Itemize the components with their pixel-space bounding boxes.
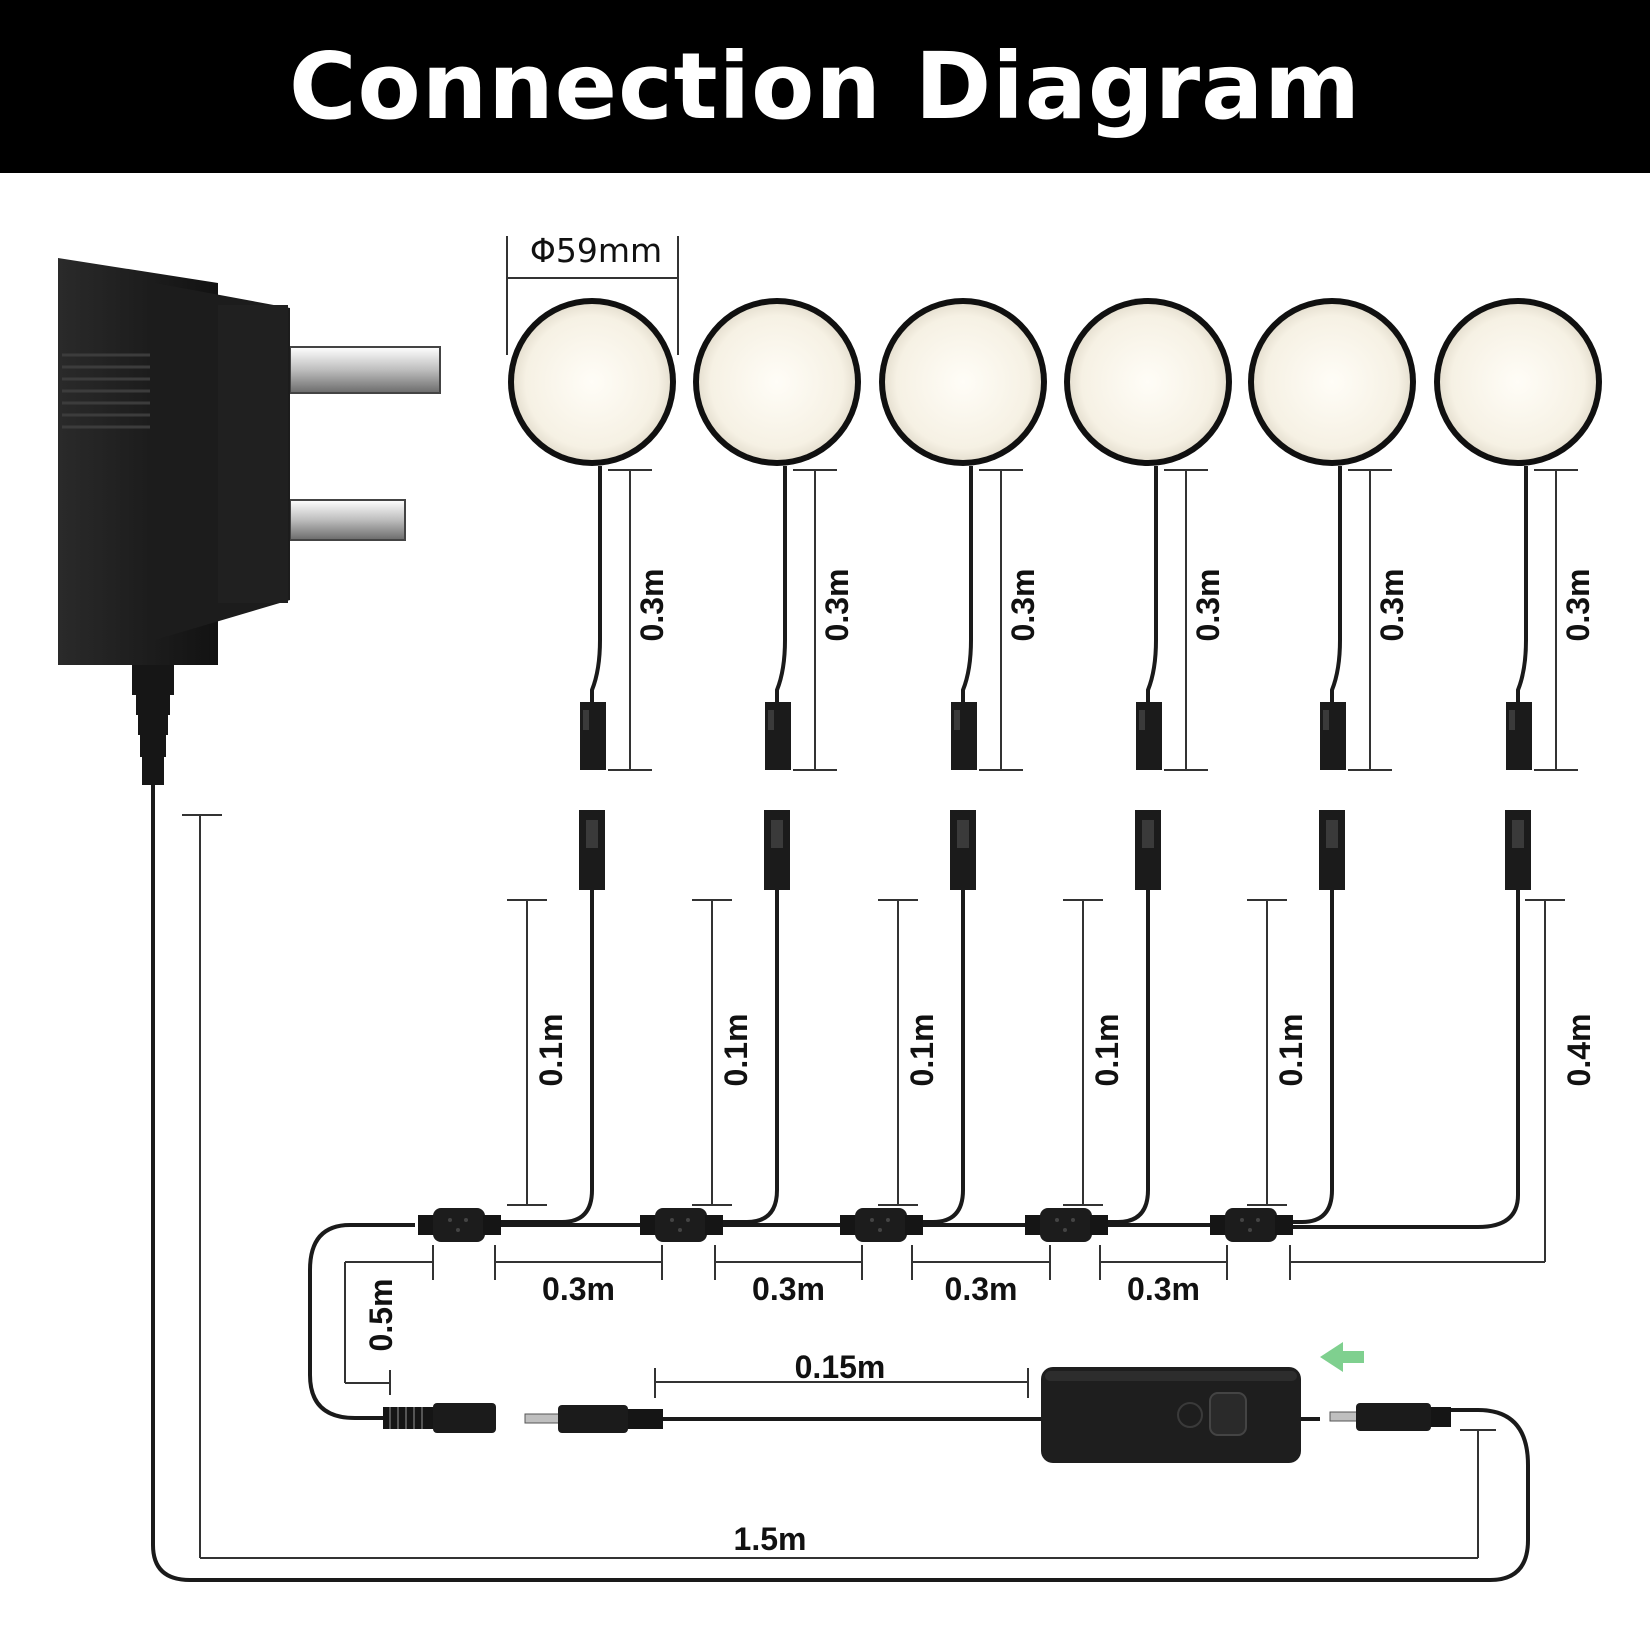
lamp-unit: 0.3m bbox=[1434, 298, 1602, 771]
spacing-label: 0.3m bbox=[945, 1271, 1018, 1307]
lead-length-label: 0.1m bbox=[718, 1014, 754, 1087]
lamp-cable-length-label: 0.3m bbox=[1374, 569, 1410, 642]
distribution-bus bbox=[308, 1208, 1293, 1433]
lamp-cable-length-label: 0.3m bbox=[819, 569, 855, 642]
bus-lead: 0.1m bbox=[692, 810, 790, 1224]
page-title: Connection Diagram bbox=[288, 33, 1362, 140]
lamp-unit: 0.3m bbox=[693, 298, 861, 771]
spacing-label: 0.3m bbox=[542, 1271, 615, 1307]
spacing-label: 0.3m bbox=[752, 1271, 825, 1307]
bus-lead: 0.4m bbox=[1290, 810, 1597, 1229]
round-led-puck-light-icon bbox=[508, 298, 676, 466]
lead-length-label: 0.1m bbox=[904, 1014, 940, 1087]
spacing-dimension: 0.3m bbox=[494, 1245, 663, 1307]
lamp-cable-length-label: 0.3m bbox=[1190, 569, 1226, 642]
round-led-puck-light-icon bbox=[1434, 298, 1602, 466]
plug-adapter bbox=[58, 258, 1530, 1582]
lamp-cable-length-label: 0.3m bbox=[1560, 569, 1596, 642]
spacing-dimensions: 0.3m 0.3m 0.3m 0.3m bbox=[494, 1245, 1291, 1307]
lead-length-label: 0.1m bbox=[1273, 1014, 1309, 1087]
lamp-cable-length-label: 0.3m bbox=[1005, 569, 1041, 642]
bus-lead: 0.1m bbox=[498, 810, 605, 1224]
lamp-unit: 0.3m bbox=[1248, 298, 1416, 771]
lead-length-label: 0.1m bbox=[533, 1014, 569, 1087]
splitter-connector bbox=[1210, 1208, 1293, 1242]
dimension-lines bbox=[182, 814, 1565, 1559]
splitter-connector bbox=[1025, 1208, 1108, 1242]
spacing-dimension: 0.3m bbox=[911, 1245, 1051, 1307]
splitter-connector bbox=[640, 1208, 723, 1242]
lamp-unit: 0.3m bbox=[1064, 298, 1232, 771]
spacing-dimension: 0.3m bbox=[714, 1245, 863, 1307]
bus-lead: 0.1m bbox=[878, 810, 976, 1224]
round-led-puck-light-icon bbox=[1248, 298, 1416, 466]
switch-lead-label: 0.15m bbox=[795, 1349, 886, 1385]
spacing-dimension: 0.3m bbox=[1099, 1245, 1228, 1307]
round-led-puck-light-icon bbox=[1064, 298, 1232, 466]
bus-lead: 0.1m bbox=[1247, 810, 1345, 1224]
switch-dc-male-plug bbox=[524, 1405, 663, 1433]
lead-length-label: 0.1m bbox=[1089, 1014, 1125, 1087]
left-arrow-icon bbox=[1320, 1342, 1364, 1372]
bus-lead: 0.1m bbox=[1063, 810, 1161, 1224]
diameter-dimension: Φ59mm bbox=[506, 231, 679, 355]
input-lead-label: 0.5m bbox=[363, 1279, 399, 1352]
spacing-label: 0.3m bbox=[1127, 1271, 1200, 1307]
lamp-cable-length-label: 0.3m bbox=[634, 569, 670, 642]
adapter-cable-label: 1.5m bbox=[734, 1521, 807, 1557]
splitter-connector bbox=[840, 1208, 923, 1242]
lamp-unit: 0.3m bbox=[508, 298, 676, 771]
lead-length-label: 0.4m bbox=[1561, 1014, 1597, 1087]
inline-switch-box-icon bbox=[1041, 1367, 1301, 1463]
lamp-unit: 0.3m bbox=[879, 298, 1047, 771]
header-bar: Connection Diagram bbox=[0, 0, 1650, 173]
uk-plug-adapter-icon bbox=[58, 258, 441, 785]
round-led-puck-light-icon bbox=[693, 298, 861, 466]
lamps-group: 0.3m 0.1m 0.3m 0.1m 0.3m 0.1m 0.3m 0.1m 0.3m 0.1m… bbox=[498, 298, 1602, 1229]
diameter-label: Φ59mm bbox=[530, 231, 662, 270]
inline-switch bbox=[524, 1342, 1451, 1463]
input-dc-female-connector bbox=[383, 1403, 496, 1433]
splitter-connector bbox=[418, 1208, 501, 1242]
round-led-puck-light-icon bbox=[879, 298, 1047, 466]
adapter-dc-male-plug bbox=[1301, 1403, 1451, 1431]
